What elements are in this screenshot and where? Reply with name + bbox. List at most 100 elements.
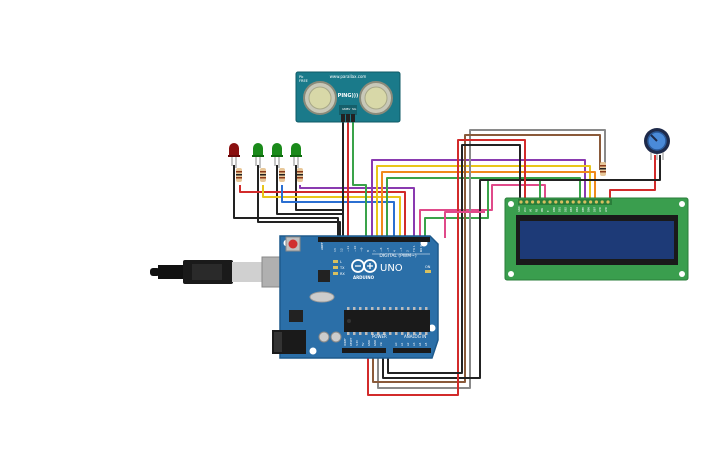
- chip-pin: [353, 332, 356, 335]
- resistor-1[interactable]: [236, 168, 242, 182]
- potentiometer[interactable]: [644, 128, 670, 160]
- aref-label: AREF: [320, 242, 324, 250]
- digital-pin-label: TX 1: [412, 245, 416, 253]
- power-pin-label: GND: [373, 340, 377, 346]
- chip-pin: [413, 307, 416, 310]
- wire-brown-loop[interactable]: [372, 134, 601, 383]
- led-label-rx: RX: [340, 272, 345, 276]
- led-label-tx: TX: [339, 266, 345, 270]
- lcd-pin[interactable]: [565, 200, 570, 204]
- lcd-pin[interactable]: [560, 200, 564, 204]
- lcd-pin[interactable]: [571, 200, 575, 204]
- lcd-pin[interactable]: [536, 200, 541, 204]
- digital-pin-label: ~10: [353, 246, 357, 252]
- ping-model-label: PING))): [338, 93, 359, 99]
- resistor-3[interactable]: [279, 168, 285, 182]
- ping-pin-sig: SIG: [352, 107, 356, 111]
- ping-sensor[interactable]: Pb FREE www.parallax.com PING))) GND 5V …: [295, 71, 401, 123]
- resistor-4[interactable]: [297, 168, 303, 182]
- lcd-pin[interactable]: [583, 200, 587, 204]
- digital-pin-label: ~6: [379, 247, 383, 252]
- brand-label: ARDUINO: [353, 275, 375, 280]
- wire-led4-signal[interactable]: [299, 185, 415, 238]
- power-header: [342, 348, 386, 353]
- wire-red-loop[interactable]: [609, 155, 656, 203]
- resistor-2[interactable]: [260, 168, 266, 182]
- wires: [233, 120, 661, 396]
- board-name: UNO: [380, 263, 403, 274]
- lcd-pin-label: E: [547, 210, 550, 212]
- lcd-pin[interactable]: [542, 200, 546, 204]
- lcd-pin[interactable]: [548, 200, 552, 204]
- chip-pin: [419, 307, 422, 310]
- usb-cable[interactable]: [150, 256, 301, 288]
- digital-pin-label: ~9: [359, 247, 363, 252]
- wire-led3-signal[interactable]: [281, 185, 395, 238]
- wire-lcd-3[interactable]: [381, 171, 596, 238]
- lcd-screen: [520, 221, 674, 259]
- chip-pin: [401, 307, 404, 310]
- digital-pin-label: 7: [373, 250, 377, 252]
- wire-black-pot[interactable]: [382, 155, 661, 379]
- lcd-pin-label: DB5: [582, 207, 585, 212]
- led-green-1[interactable]: [252, 143, 264, 168]
- on-label: ON: [425, 265, 431, 269]
- analog-pin-label: A2: [406, 342, 410, 346]
- lcd-pin-label: RS: [535, 208, 538, 212]
- chip-pin: [377, 307, 380, 310]
- power-pin-label: GND: [367, 340, 371, 346]
- lcd-pin-label: DB6: [588, 207, 591, 212]
- arduino-logo-icon: [351, 259, 377, 273]
- chip-pin: [395, 307, 398, 310]
- wire-led1-gnd[interactable]: [233, 165, 339, 238]
- lcd-pin-label: DB3: [570, 207, 573, 212]
- chip-pin: [395, 332, 398, 335]
- analog-pin-label: A0: [394, 342, 398, 346]
- lcd-pin-label: DB0: [553, 207, 556, 212]
- wire-red-bottom[interactable]: [367, 139, 526, 396]
- chip-pin: [407, 332, 410, 335]
- resistor-lcd[interactable]: [600, 162, 606, 176]
- led-green-3[interactable]: [290, 143, 302, 168]
- wire-lcd-4[interactable]: [386, 177, 581, 238]
- analog-pin-label: A4: [418, 342, 422, 346]
- lcd-pin[interactable]: [519, 200, 523, 204]
- digital-pin-label: 8: [366, 250, 370, 252]
- lcd-pin-label: DB2: [564, 207, 567, 212]
- led-label-l: L: [340, 260, 342, 264]
- wire-lcd-6[interactable]: [424, 179, 541, 238]
- lcd-pin[interactable]: [577, 200, 581, 204]
- lcd-pin[interactable]: [525, 200, 529, 204]
- wire-lcd-5[interactable]: [419, 184, 546, 238]
- wire-ping-sig[interactable]: [352, 120, 367, 238]
- wire-led1-signal[interactable]: [239, 185, 406, 238]
- lcd-pin[interactable]: [600, 200, 604, 204]
- chip-pin: [359, 307, 362, 310]
- wire-lcd-2[interactable]: [376, 165, 591, 238]
- lcd-pin[interactable]: [594, 200, 599, 204]
- wire-led4-gnd[interactable]: [295, 165, 344, 211]
- wire-lcd-1[interactable]: [371, 159, 586, 238]
- lcd-pin[interactable]: [531, 200, 535, 204]
- wire-led3-gnd[interactable]: [276, 165, 342, 215]
- wire-pink-lcd[interactable]: [444, 211, 485, 238]
- chip-pin: [389, 332, 392, 335]
- lcd-pin[interactable]: [554, 200, 558, 204]
- led-red[interactable]: [228, 143, 240, 168]
- chip-pin: [383, 332, 386, 335]
- chip-pin: [389, 307, 392, 310]
- wire-led2-signal[interactable]: [262, 185, 401, 238]
- analog-pin-label: A1: [400, 342, 404, 346]
- lcd-pin[interactable]: [606, 200, 610, 204]
- led-green-2[interactable]: [271, 143, 283, 168]
- chip-pin: [353, 307, 356, 310]
- wire-black-bottom[interactable]: [387, 144, 521, 374]
- lcd-pin-label: RW: [541, 207, 544, 212]
- wire-led2-gnd[interactable]: [257, 165, 341, 238]
- lcd-pin[interactable]: [589, 200, 593, 204]
